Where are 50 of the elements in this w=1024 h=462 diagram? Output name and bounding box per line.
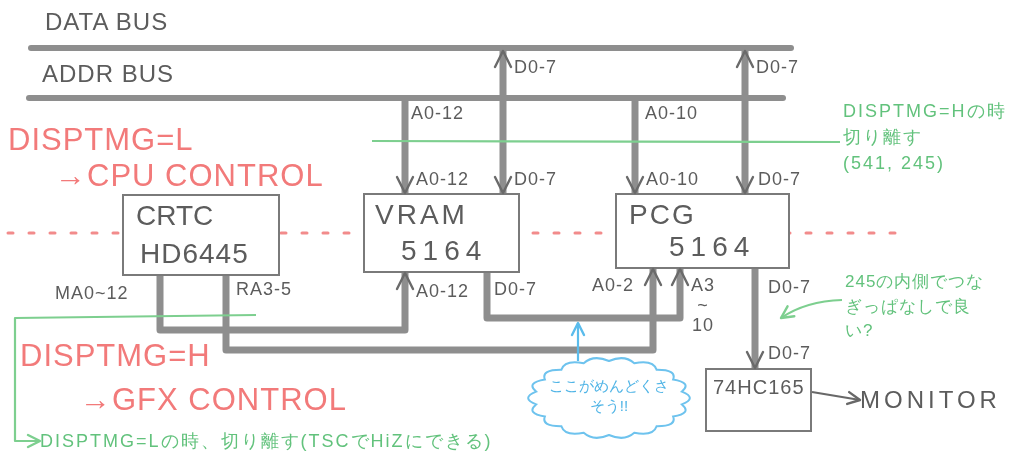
chip-name: VRAM (375, 201, 468, 229)
signal-label: D0-7 (756, 58, 799, 76)
arrow (156, 271, 415, 334)
arrow (222, 267, 663, 354)
signal-label: D0-7 (514, 58, 557, 76)
part-number: HD6445 (140, 240, 249, 268)
signal-label: D0-7 (768, 344, 811, 362)
annotation-note: DISPTMG=Lの時、切り離す(TSCでHiZにできる) (40, 428, 600, 456)
signal-label: A0-10 (645, 104, 699, 122)
annotation-note: (541, 245) (843, 152, 947, 176)
device-label: MONITOR (860, 386, 1012, 414)
signal-label: D0-7 (768, 278, 811, 296)
signal-label: A0-12 (411, 104, 465, 122)
signal-label: D0-7 (514, 170, 557, 188)
bus-label: ADDR BUS (42, 62, 175, 86)
signal-label: A0-2 (592, 276, 635, 294)
part-number: 5164 (669, 233, 756, 261)
mode-note: DISPTMG=L (8, 124, 194, 155)
chip-name: 74HC165 (713, 377, 805, 397)
signal-label: D0-7 (494, 280, 537, 298)
mode-note: →GFX CONTROL (80, 384, 347, 415)
annotation-note: DISPTMG=Hの時切り離す (843, 100, 1008, 150)
leader-line (570, 321, 586, 361)
leader-line (372, 139, 840, 144)
signal-label: RA3-5 (236, 280, 293, 298)
chip-box (705, 368, 812, 432)
mode-note: →CPU CONTROL (55, 160, 324, 191)
chip-name: CRTC (136, 202, 214, 230)
bus-label: DATA BUS (45, 10, 169, 34)
leader-line (13, 313, 256, 449)
signal-label: A0-12 (416, 170, 470, 188)
arrow (483, 267, 690, 322)
chip-name: PCG (629, 201, 696, 229)
leader-line (779, 298, 843, 320)
annotation-note: 245の内側でつなぎっぱなしで良い? (845, 270, 995, 354)
arrow (493, 49, 513, 195)
annotation-note: ここがめんどくさそう!! (548, 376, 670, 417)
chip-box (363, 193, 520, 273)
arrow (735, 49, 755, 195)
mode-note: DISPTMG=H (20, 340, 211, 371)
chip-box (122, 194, 280, 276)
arrow (745, 269, 765, 370)
part-number: 5164 (401, 237, 488, 265)
signal-label: D0-7 (758, 170, 801, 188)
signal-label: A0-10 (646, 170, 700, 188)
chip-box (615, 193, 790, 269)
signal-label: MA0~12 (55, 284, 129, 302)
signal-label: A3 ~ 10 (690, 276, 716, 336)
arrow (811, 390, 862, 406)
signal-label: A0-12 (416, 282, 470, 300)
